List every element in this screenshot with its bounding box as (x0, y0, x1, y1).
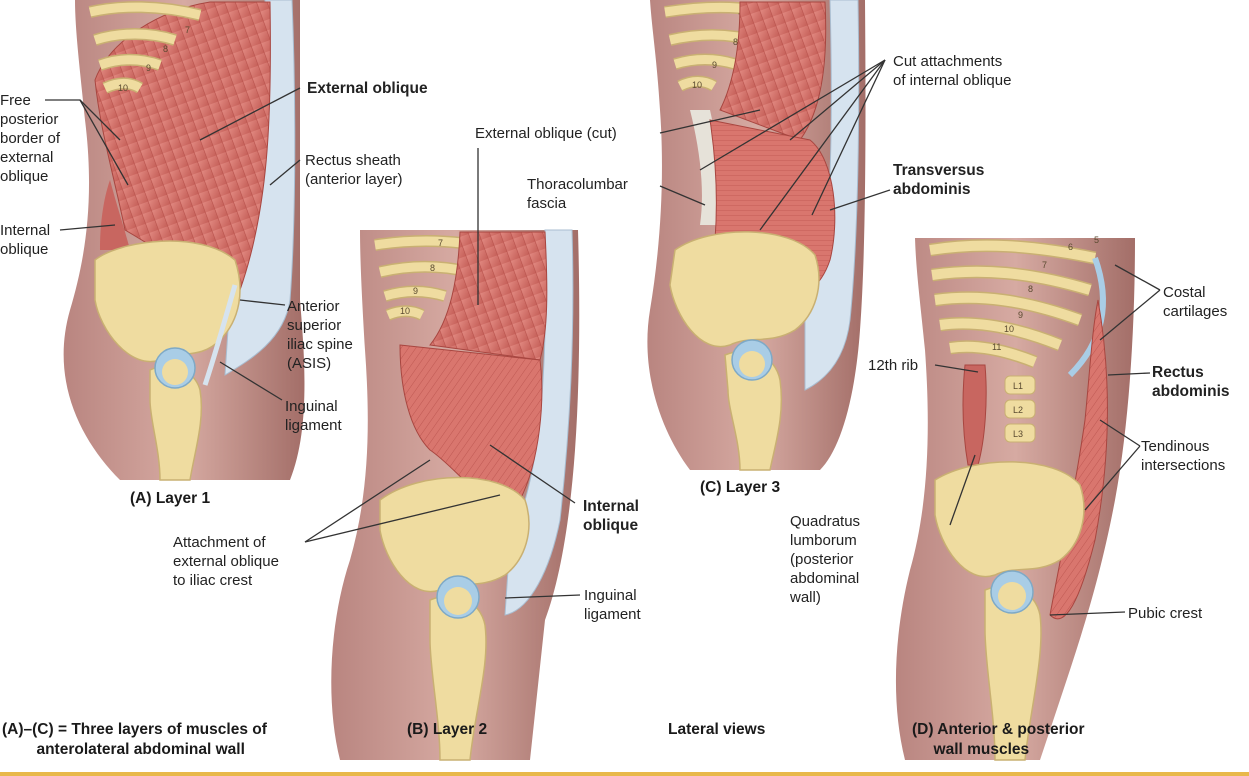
label-external-oblique-cut: External oblique (cut) (475, 125, 617, 142)
panel-d-ribs: 5 6 7 8 9 10 11 (928, 235, 1106, 378)
rib-number: 9 (1018, 310, 1023, 320)
label-inguinal-ligament-b: Inguinal ligament (584, 587, 641, 623)
label-rectus-sheath: Rectus sheath (anterior layer) (305, 152, 403, 188)
label-rectus-abdominis: Rectus abdominis (1152, 364, 1230, 400)
panel-c-ribs: 7 8 9 10 (664, 1, 792, 92)
rib-number: 6 (1068, 242, 1073, 252)
footer-lateral-views: Lateral views (668, 721, 766, 738)
panel-d-figure: 5 6 7 8 9 10 11 L1 L2 L3 (895, 235, 1135, 761)
label-cut-attachments: Cut attachments of internal oblique (893, 53, 1012, 89)
panel-b-ribs: 7 8 9 10 (374, 234, 502, 321)
rib-number: 10 (1004, 324, 1014, 334)
label-costal-cartilages: Costal cartilages (1163, 284, 1228, 320)
caption-anterior-posterior: (D) Anterior & posterior wall muscles (912, 721, 1085, 758)
panel-c-ilium (669, 231, 820, 348)
label-inguinal-ligament-a: Inguinal ligament (285, 398, 342, 434)
rib-number: 5 (1094, 235, 1099, 245)
rib-number: 9 (146, 63, 151, 73)
vertebra-label: L2 (1013, 405, 1023, 415)
label-internal-oblique-b: Internal oblique (583, 498, 639, 534)
panel-d-vertebrae: L1 L2 L3 (1004, 375, 1036, 443)
label-tendinous-intersections: Tendinous intersections (1141, 438, 1226, 474)
leader-lines (45, 59, 1161, 616)
caption-layer-1: (A) Layer 1 (130, 490, 211, 507)
rib-number: 10 (692, 80, 702, 90)
label-external-oblique: External oblique (307, 80, 428, 97)
label-thoracolumbar-fascia: Thoracolumbar fascia (527, 176, 628, 212)
label-quadratus-lumborum: Quadratus lumborum (posterior abdominal … (790, 513, 861, 606)
label-12th-rib: 12th rib (868, 357, 919, 374)
label-free-posterior-border: Free posterior border of external obliqu… (0, 92, 61, 185)
rib-number: 7 (185, 25, 190, 35)
rib-number: 7 (438, 238, 443, 248)
rib-number: 8 (430, 263, 435, 273)
panel-c-figure: 7 8 9 10 (647, 0, 866, 471)
rib-number: 8 (1028, 284, 1033, 294)
rib-number: 9 (413, 286, 418, 296)
rib-number: 7 (1042, 260, 1047, 270)
label-pubic-crest: Pubic crest (1128, 605, 1203, 622)
panel-a-inguinal-ligament (202, 284, 238, 386)
panel-a-figure: 7 8 9 10 (63, 0, 305, 481)
rib-number: 11 (992, 342, 1001, 352)
label-asis: Anterior superior iliac spine (ASIS) (287, 298, 353, 372)
rib-number: 8 (163, 44, 168, 54)
label-internal-oblique-a: Internal oblique (0, 222, 51, 258)
rib-number: 10 (118, 83, 128, 93)
caption-layer-2: (B) Layer 2 (407, 721, 488, 738)
panel-d-ilium (934, 461, 1085, 578)
panel-a-internal-oblique-muscle (100, 180, 130, 250)
vertebra-label: L1 (1013, 381, 1023, 391)
label-attachment-external-oblique: Attachment of external oblique to iliac … (173, 534, 279, 589)
footer-layers-note: (A)–(C) = Three layers of muscles of ant… (2, 721, 267, 758)
label-transversus-abdominis: Transversus abdominis (893, 162, 985, 198)
bottom-accent-bar (0, 772, 1249, 776)
rib-number: 10 (400, 306, 410, 316)
rib-number: 9 (712, 60, 717, 70)
panel-b-ilium (379, 476, 530, 593)
rib-number: 8 (733, 37, 738, 47)
vertebra-label: L3 (1013, 429, 1023, 439)
panel-b-figure: 7 8 9 10 (331, 229, 580, 761)
panel-a-ribs: 7 8 9 10 (88, 1, 202, 94)
caption-layer-3: (C) Layer 3 (700, 479, 781, 496)
